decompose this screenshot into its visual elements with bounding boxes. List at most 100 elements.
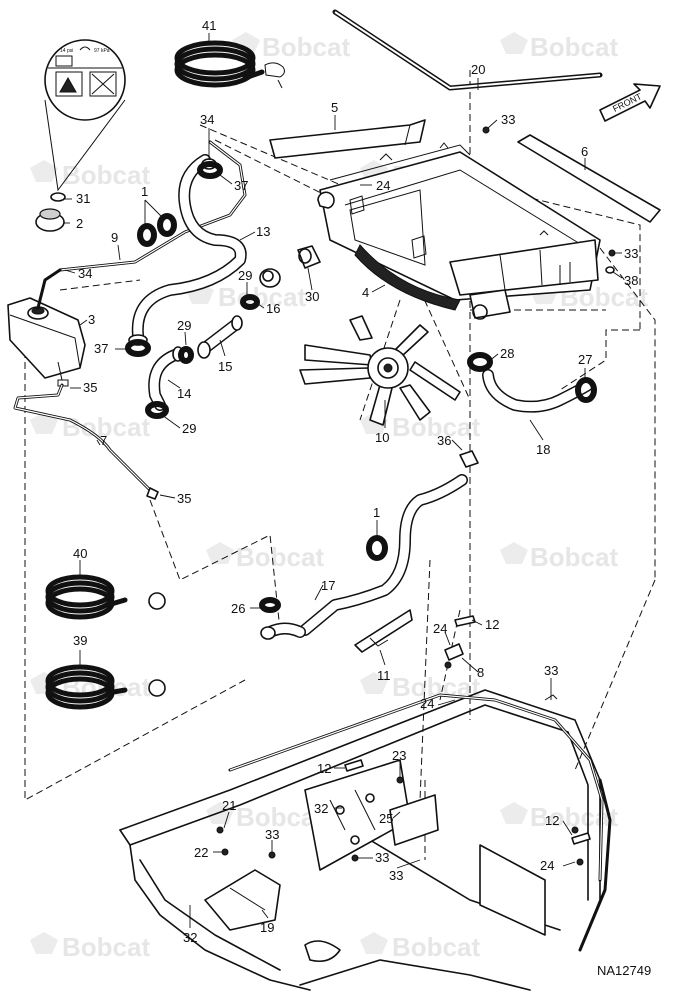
hose-9	[36, 140, 247, 310]
callout-24: 24	[540, 858, 554, 873]
callout-24: 24	[420, 696, 434, 711]
cap-pressure-kpa: 97 kPa	[94, 48, 110, 54]
callout-39: 39	[73, 633, 87, 648]
callout-38: 38	[624, 273, 638, 288]
watermark-text: Bobcat	[236, 542, 324, 572]
callout-33: 33	[544, 663, 558, 678]
clip-12-lower-right	[571, 832, 591, 866]
hose-17	[260, 450, 479, 640]
watermark-text: Bobcat	[392, 932, 480, 962]
callout-12: 12	[485, 617, 499, 632]
callout-33: 33	[501, 112, 515, 127]
watermark-text: Bobcat	[262, 32, 350, 62]
cap-pressure-psi: 14 psi	[60, 48, 73, 54]
callout-33: 33	[375, 850, 389, 865]
hose-coil-39	[45, 664, 166, 710]
callout-29: 29	[182, 421, 196, 436]
coolant-tank-3	[7, 297, 86, 387]
callout-25: 25	[379, 811, 393, 826]
callout-29: 29	[177, 318, 191, 333]
chassis-frame	[119, 689, 612, 991]
callout-19: 19	[260, 920, 274, 935]
watermark-10: Bobcat	[500, 542, 618, 572]
hose-18	[467, 352, 598, 413]
watermark-text: Bobcat	[62, 932, 150, 962]
callout-6: 6	[581, 144, 588, 159]
callout-35: 35	[83, 380, 97, 395]
clamp-37-lower	[125, 339, 152, 357]
clamp-37-upper	[197, 161, 224, 179]
callout-22: 22	[194, 845, 208, 860]
watermark-text: Bobcat	[62, 160, 150, 190]
callout-11: 11	[377, 668, 391, 683]
callout-23: 23	[392, 748, 406, 763]
clamp-29-top	[240, 294, 261, 310]
watermark-7: Bobcat	[30, 412, 150, 442]
clamp-29-middle	[178, 346, 194, 364]
callout-35: 35	[177, 491, 191, 506]
callout-1: 1	[373, 505, 380, 520]
callout-27: 27	[578, 352, 592, 367]
callout-13: 13	[256, 224, 270, 239]
clamp-1-lower	[366, 535, 389, 561]
cap-2	[35, 192, 66, 232]
fasteners	[216, 126, 616, 862]
fan-10	[299, 315, 461, 426]
watermark-2: Bobcat	[500, 32, 618, 62]
clip-12-upper	[454, 615, 476, 627]
callout-37: 37	[234, 178, 248, 193]
callout-7: 7	[100, 433, 107, 448]
radiator-4	[317, 142, 601, 320]
callout-33: 33	[265, 827, 279, 842]
callout-28: 28	[500, 346, 514, 361]
watermark-5: Bobcat	[186, 282, 306, 312]
clamp-26	[259, 597, 282, 613]
callout-24: 24	[376, 178, 390, 193]
coupler-30	[297, 245, 321, 269]
callout-3: 3	[88, 312, 95, 327]
callout-26: 26	[231, 601, 245, 616]
callout-8: 8	[477, 665, 484, 680]
callout-32: 32	[314, 801, 328, 816]
watermark-16: Bobcat	[360, 932, 480, 962]
callout-40: 40	[73, 546, 87, 561]
callout-2: 2	[76, 216, 83, 231]
callout-32: 32	[183, 930, 197, 945]
bracket-11	[354, 609, 413, 653]
watermark-text: Bobcat	[218, 282, 306, 312]
hose-7	[13, 383, 159, 500]
callout-30: 30	[305, 289, 319, 304]
callout-34: 34	[200, 112, 214, 127]
callout-10: 10	[375, 430, 389, 445]
cap-decal: 14 psi 97 kPa	[44, 39, 126, 192]
callout-37: 37	[94, 341, 108, 356]
leader-lines	[64, 33, 623, 928]
watermark-9: Bobcat	[206, 542, 324, 572]
callout-33: 33	[624, 246, 638, 261]
tube-24-rail	[228, 693, 604, 882]
callout-4: 4	[362, 285, 369, 300]
seal-strip-5	[269, 119, 426, 159]
watermark-text: Bobcat	[530, 32, 618, 62]
callout-16: 16	[266, 301, 280, 316]
hose-14	[145, 346, 184, 419]
rod-20	[332, 9, 603, 91]
watermark-text: Bobcat	[530, 542, 618, 572]
hose-15	[197, 315, 243, 359]
callout-31: 31	[76, 191, 90, 206]
hose-coil-41	[174, 40, 285, 89]
callout-41: 41	[202, 18, 216, 33]
callout-9: 9	[111, 230, 118, 245]
callout-15: 15	[218, 359, 232, 374]
callout-17: 17	[321, 578, 335, 593]
watermark-15: Bobcat	[30, 932, 150, 962]
bracket-25	[304, 759, 439, 871]
callout-33: 33	[389, 868, 403, 883]
callout-36: 36	[437, 433, 451, 448]
callout-21: 21	[222, 798, 236, 813]
bracket-8	[444, 643, 464, 669]
coupler-16	[259, 268, 281, 288]
watermark-text: Bobcat	[392, 412, 480, 442]
callout-layer: 41 20 5 33 34 6 37 24 31 1 2 13 9 33 38 …	[73, 18, 638, 945]
